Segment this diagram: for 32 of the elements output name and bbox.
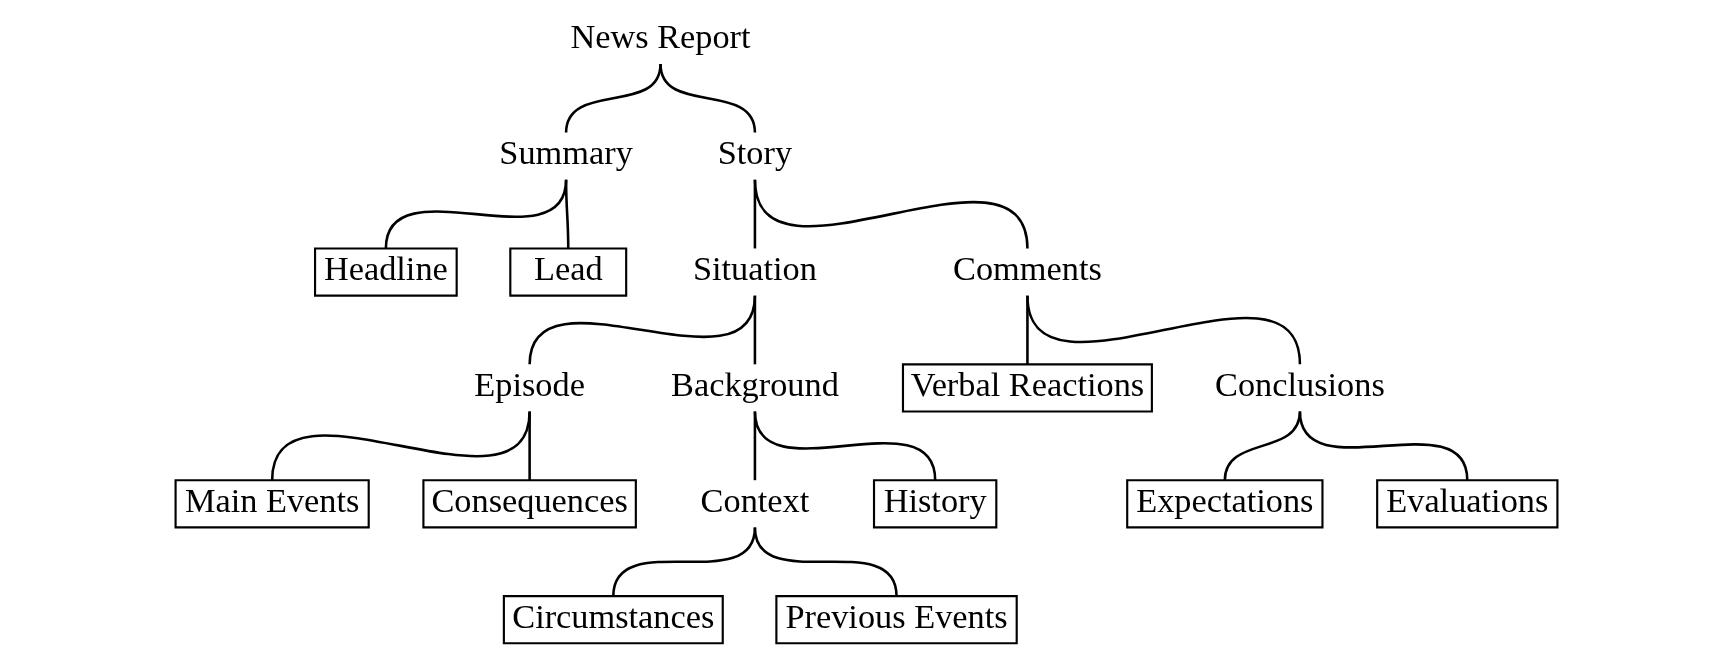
node-text: Conclusions [1214, 365, 1385, 404]
node-box: Main Events [174, 479, 370, 529]
connector [564, 179, 570, 249]
node-box: Circumstances [502, 595, 724, 645]
connector [753, 411, 936, 481]
connector [1298, 411, 1469, 481]
node-text: News Report [569, 17, 751, 56]
node-box: Previous Events [774, 595, 1018, 645]
node-box: Evaluations [1375, 479, 1558, 529]
node-box: Headline [313, 247, 458, 297]
connector [658, 63, 756, 133]
connector [753, 179, 1029, 249]
connector [1223, 411, 1301, 481]
node-box: Verbal Reactions [901, 363, 1153, 413]
node-text: Situation [692, 249, 817, 288]
node-text: Story [717, 133, 792, 172]
node-box: History [872, 479, 997, 529]
node-text: Summary [498, 133, 633, 172]
node-text: Episode [473, 365, 585, 404]
connector [611, 527, 756, 597]
node-text: Comments [952, 249, 1102, 288]
connector [270, 411, 531, 481]
connector [527, 411, 531, 481]
connector [753, 527, 898, 597]
connector [527, 295, 756, 365]
node-box: Lead [508, 247, 627, 297]
connector [1025, 295, 1301, 365]
node-text: Context [700, 480, 809, 519]
node-text: Background [670, 365, 839, 404]
node-box: Expectations [1125, 479, 1324, 529]
node-box: Consequences [421, 479, 637, 529]
connector [753, 295, 756, 365]
